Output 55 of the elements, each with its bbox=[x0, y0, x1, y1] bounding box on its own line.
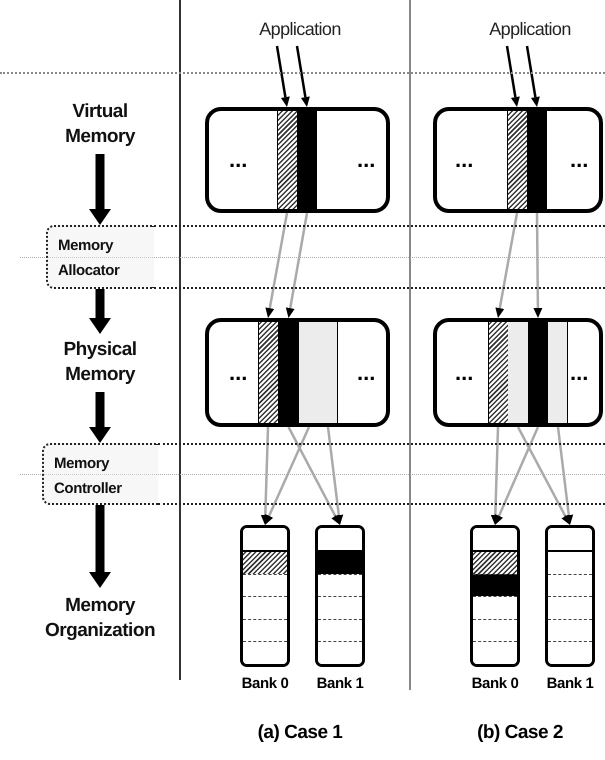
bank-label: Bank 0 bbox=[242, 675, 288, 692]
bank-label: Bank 1 bbox=[316, 675, 364, 692]
memory-page bbox=[508, 322, 528, 423]
memory-block bbox=[433, 318, 603, 427]
mapping-arrow bbox=[296, 46, 310, 107]
mapping-arrow bbox=[276, 46, 290, 107]
stage-label: Memory Organization bbox=[10, 588, 190, 650]
flow-arrow bbox=[89, 289, 111, 334]
memory-page bbox=[318, 322, 338, 423]
flow-arrow bbox=[89, 392, 111, 443]
mapping-arrow bbox=[494, 426, 540, 525]
mapping-arrow bbox=[516, 426, 570, 525]
flow-arrow bbox=[89, 154, 111, 225]
memory-page bbox=[258, 322, 278, 423]
stage-label: Physical Memory bbox=[30, 334, 170, 392]
panel-caption: (b) Case 2 bbox=[476, 722, 564, 744]
ellipsis-text: ... bbox=[570, 149, 588, 171]
ellipsis-text: ... bbox=[229, 362, 248, 384]
ellipsis-text: ... bbox=[357, 149, 376, 171]
mapping-arrow bbox=[506, 46, 520, 107]
memory-page bbox=[548, 322, 568, 423]
ellipsis-text: ... bbox=[455, 149, 474, 171]
memory-block bbox=[205, 107, 390, 213]
memory-page bbox=[507, 111, 527, 209]
panel-caption: (a) Case 1 bbox=[256, 722, 344, 744]
layer-band bbox=[46, 225, 154, 289]
mapping-arrow bbox=[265, 426, 310, 525]
source-label: Application bbox=[475, 12, 585, 46]
ellipsis-text: ... bbox=[357, 362, 376, 384]
memory-page bbox=[488, 322, 508, 423]
band-label: Memory Controller bbox=[54, 454, 123, 499]
stage-label: Virtual Memory bbox=[30, 96, 170, 154]
mapping-arrow bbox=[533, 212, 542, 318]
bank-label: Bank 1 bbox=[546, 675, 594, 692]
memory-page bbox=[277, 111, 297, 209]
mapping-arrow bbox=[265, 212, 288, 318]
flow-arrow bbox=[89, 505, 111, 588]
memory-block bbox=[433, 107, 603, 213]
mapping-arrow bbox=[287, 426, 340, 525]
ellipsis-text: ... bbox=[229, 149, 248, 171]
ellipsis-text: ... bbox=[570, 362, 588, 384]
layer-band bbox=[42, 443, 158, 505]
mapping-arrow bbox=[526, 46, 540, 107]
ellipsis-text: ... bbox=[455, 362, 474, 384]
mapping-arrow bbox=[286, 212, 308, 318]
mapping-arrow bbox=[490, 426, 500, 525]
memory-block bbox=[205, 318, 390, 427]
bank-label: Bank 0 bbox=[472, 675, 518, 692]
mapping-arrow bbox=[260, 426, 270, 525]
band-label: Memory Allocator bbox=[58, 236, 121, 281]
mapping-arrow bbox=[556, 426, 574, 525]
source-label: Application bbox=[245, 12, 355, 46]
memory-page bbox=[299, 322, 319, 423]
mapping-arrow bbox=[326, 426, 344, 525]
mapping-arrow bbox=[495, 212, 518, 318]
